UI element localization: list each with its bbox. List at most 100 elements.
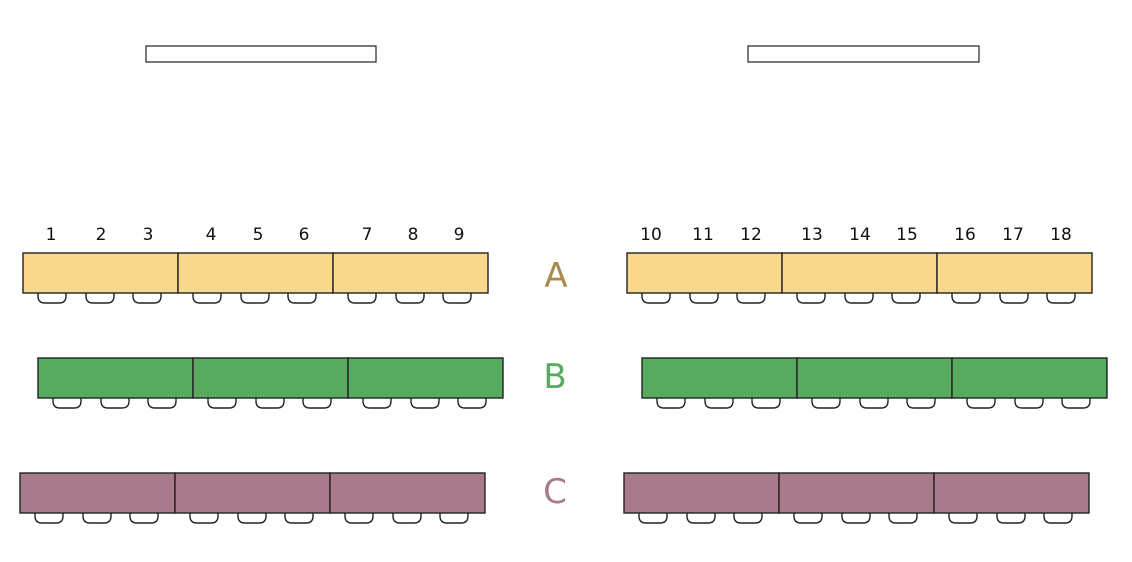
seat-number-17: 17 — [1002, 225, 1024, 245]
chair-icon-row-a-left-2 — [85, 291, 115, 304]
seat-number-12: 12 — [740, 225, 762, 245]
table-row-c-left-2 — [174, 472, 331, 514]
table-row-b-left-3 — [347, 357, 504, 399]
chair-icon-row-b-left-2 — [100, 396, 130, 409]
table-row-c-right-3 — [933, 472, 1090, 514]
seat-number-labels: 1 2 3 4 5 6 7 8 9 10 11 12 13 14 15 16 1… — [46, 225, 1072, 245]
chair-icon-row-c-right-7 — [948, 511, 978, 524]
seat-number-11: 11 — [692, 225, 714, 245]
table-row-a-right-2 — [781, 252, 938, 294]
chair-icon-row-b-left-9 — [457, 396, 487, 409]
chair-icon-row-b-left-8 — [410, 396, 440, 409]
chair-icon-row-c-left-9 — [439, 511, 469, 524]
chair-icon-row-b-right-8 — [1014, 396, 1044, 409]
chair-icon-row-b-right-2 — [704, 396, 734, 409]
seat-number-8: 8 — [408, 225, 419, 245]
seat-number-10: 10 — [640, 225, 662, 245]
chair-icon-row-b-left-1 — [52, 396, 82, 409]
chair-icon-row-a-right-2 — [689, 291, 719, 304]
chair-icon-row-b-left-6 — [302, 396, 332, 409]
chair-icon-row-b-left-7 — [362, 396, 392, 409]
chair-icon-row-c-right-3 — [733, 511, 763, 524]
table-row-a-right-1 — [626, 252, 783, 294]
chair-icon-row-b-right-9 — [1061, 396, 1091, 409]
seat-number-2: 2 — [96, 225, 107, 245]
table-row-b-right-2 — [796, 357, 953, 399]
chair-icon-row-b-right-6 — [906, 396, 936, 409]
screen-left — [145, 45, 377, 63]
chair-icon-row-c-right-5 — [841, 511, 871, 524]
seat-number-5: 5 — [253, 225, 264, 245]
seat-number-15: 15 — [896, 225, 918, 245]
chair-icon-row-c-left-1 — [34, 511, 64, 524]
chair-icon-row-a-left-4 — [192, 291, 222, 304]
chair-icon-row-a-right-9 — [1046, 291, 1076, 304]
chair-icon-row-a-left-5 — [240, 291, 270, 304]
chair-icon-row-c-left-6 — [284, 511, 314, 524]
seat-number-18: 18 — [1050, 225, 1072, 245]
chair-icon-row-a-left-8 — [395, 291, 425, 304]
chair-icon-row-a-left-9 — [442, 291, 472, 304]
chair-icon-row-a-left-7 — [347, 291, 377, 304]
table-row-a-left-2 — [177, 252, 334, 294]
chair-icon-row-a-left-1 — [37, 291, 67, 304]
chair-icon-row-c-right-8 — [996, 511, 1026, 524]
chair-icon-row-a-right-8 — [999, 291, 1029, 304]
chair-icon-row-c-right-2 — [686, 511, 716, 524]
table-row-c-right-2 — [778, 472, 935, 514]
chair-icon-row-c-left-3 — [129, 511, 159, 524]
chair-icon-row-c-left-2 — [82, 511, 112, 524]
seat-number-3: 3 — [143, 225, 154, 245]
seat-number-14: 14 — [849, 225, 871, 245]
table-row-c-right-1 — [623, 472, 780, 514]
row-letter-a: A — [544, 256, 567, 296]
chair-icon-row-a-right-7 — [951, 291, 981, 304]
chair-icon-row-b-left-5 — [255, 396, 285, 409]
table-row-c-left-1 — [19, 472, 176, 514]
chair-icon-row-b-right-1 — [656, 396, 686, 409]
chair-icon-row-a-left-6 — [287, 291, 317, 304]
seat-number-13: 13 — [801, 225, 823, 245]
row-letters: A B C — [543, 256, 568, 512]
seat-number-7: 7 — [362, 225, 373, 245]
row-letter-c: C — [543, 472, 567, 512]
table-rows — [19, 252, 1108, 524]
table-row-b-right-3 — [951, 357, 1108, 399]
seat-number-9: 9 — [454, 225, 465, 245]
table-row-a-right-3 — [936, 252, 1093, 294]
chair-icon-row-a-right-3 — [736, 291, 766, 304]
seat-number-16: 16 — [954, 225, 976, 245]
chair-icon-row-a-right-5 — [844, 291, 874, 304]
seat-number-4: 4 — [206, 225, 217, 245]
chair-icon-row-b-right-3 — [751, 396, 781, 409]
table-row-a-left-3 — [332, 252, 489, 294]
table-row-a-left-1 — [22, 252, 179, 294]
row-letter-b: B — [543, 357, 566, 397]
chair-icon-row-a-left-3 — [132, 291, 162, 304]
table-row-c-left-3 — [329, 472, 486, 514]
chair-icon-row-a-right-1 — [641, 291, 671, 304]
chair-icon-row-c-right-4 — [793, 511, 823, 524]
seat-number-6: 6 — [299, 225, 310, 245]
chair-icon-row-c-right-9 — [1043, 511, 1073, 524]
chair-icon-row-b-left-4 — [207, 396, 237, 409]
table-row-b-left-2 — [192, 357, 349, 399]
seat-number-1: 1 — [46, 225, 57, 245]
chair-icon-row-c-right-1 — [638, 511, 668, 524]
chair-icon-row-c-left-8 — [392, 511, 422, 524]
chair-icon-row-b-right-7 — [966, 396, 996, 409]
chair-icon-row-b-left-3 — [147, 396, 177, 409]
chair-icon-row-c-left-5 — [237, 511, 267, 524]
table-row-b-left-1 — [37, 357, 194, 399]
chair-icon-row-b-right-4 — [811, 396, 841, 409]
table-row-b-right-1 — [641, 357, 798, 399]
chair-icon-row-b-right-5 — [859, 396, 889, 409]
chair-icon-row-c-right-6 — [888, 511, 918, 524]
chair-icon-row-c-left-4 — [189, 511, 219, 524]
chair-icon-row-c-left-7 — [344, 511, 374, 524]
chair-icon-row-a-right-6 — [891, 291, 921, 304]
chair-icon-row-a-right-4 — [796, 291, 826, 304]
screen-right — [747, 45, 980, 63]
